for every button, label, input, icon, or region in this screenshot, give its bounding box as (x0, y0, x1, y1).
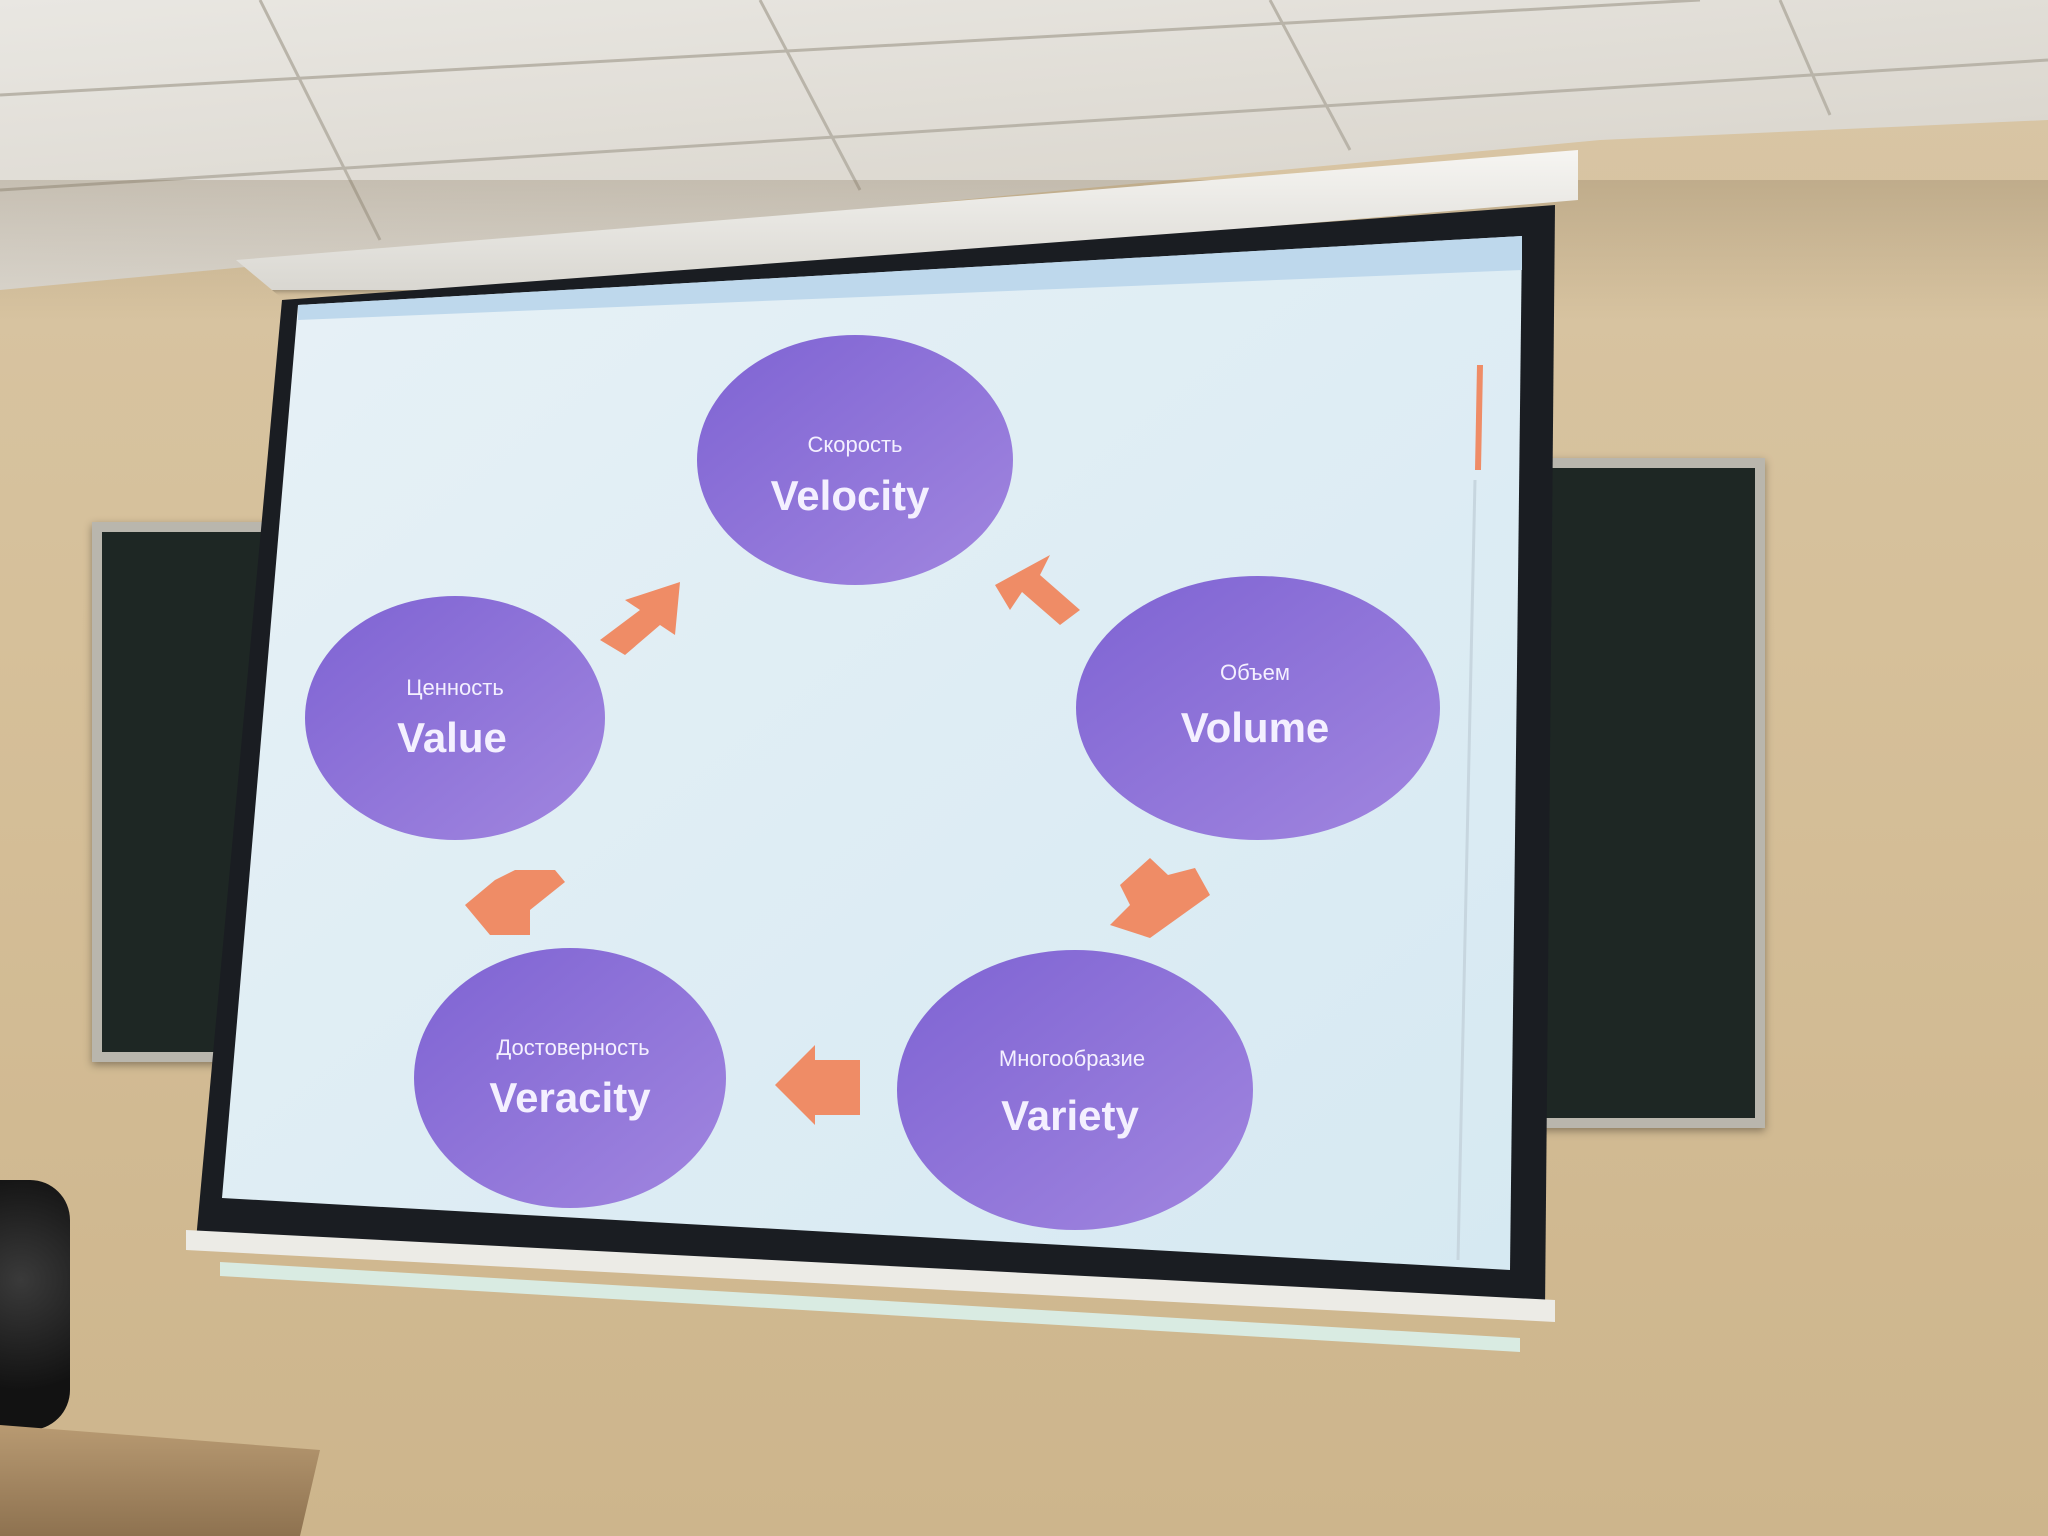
arrow-veracity-to-value (465, 870, 565, 935)
ceiling-grid (0, 0, 2048, 241)
node-variety-en: Variety (1001, 1092, 1139, 1139)
node-volume-ru: Объем (1220, 660, 1290, 685)
node-velocity: Скорость Velocity (697, 335, 1013, 585)
node-volume-en: Volume (1181, 704, 1330, 751)
person-silhouette (0, 1180, 70, 1430)
node-veracity: Достоверность Veracity (414, 948, 726, 1208)
node-veracity-ru: Достоверность (496, 1035, 649, 1060)
node-value: Ценность Value (305, 596, 605, 840)
arrow-volume-to-variety (1110, 858, 1210, 938)
node-variety-ru: Многообразие (999, 1046, 1145, 1071)
arrow-velocity-to-volume (995, 555, 1080, 625)
arrow-value-to-velocity (600, 582, 680, 655)
node-volume: Объем Volume (1076, 576, 1440, 840)
node-variety: Многообразие Variety (897, 950, 1253, 1230)
node-velocity-en: Velocity (771, 472, 930, 519)
node-value-en: Value (397, 714, 507, 761)
node-velocity-ru: Скорость (807, 432, 902, 457)
node-veracity-en: Veracity (489, 1074, 651, 1121)
arrow-variety-to-veracity (775, 1045, 860, 1125)
node-value-ru: Ценность (406, 675, 504, 700)
